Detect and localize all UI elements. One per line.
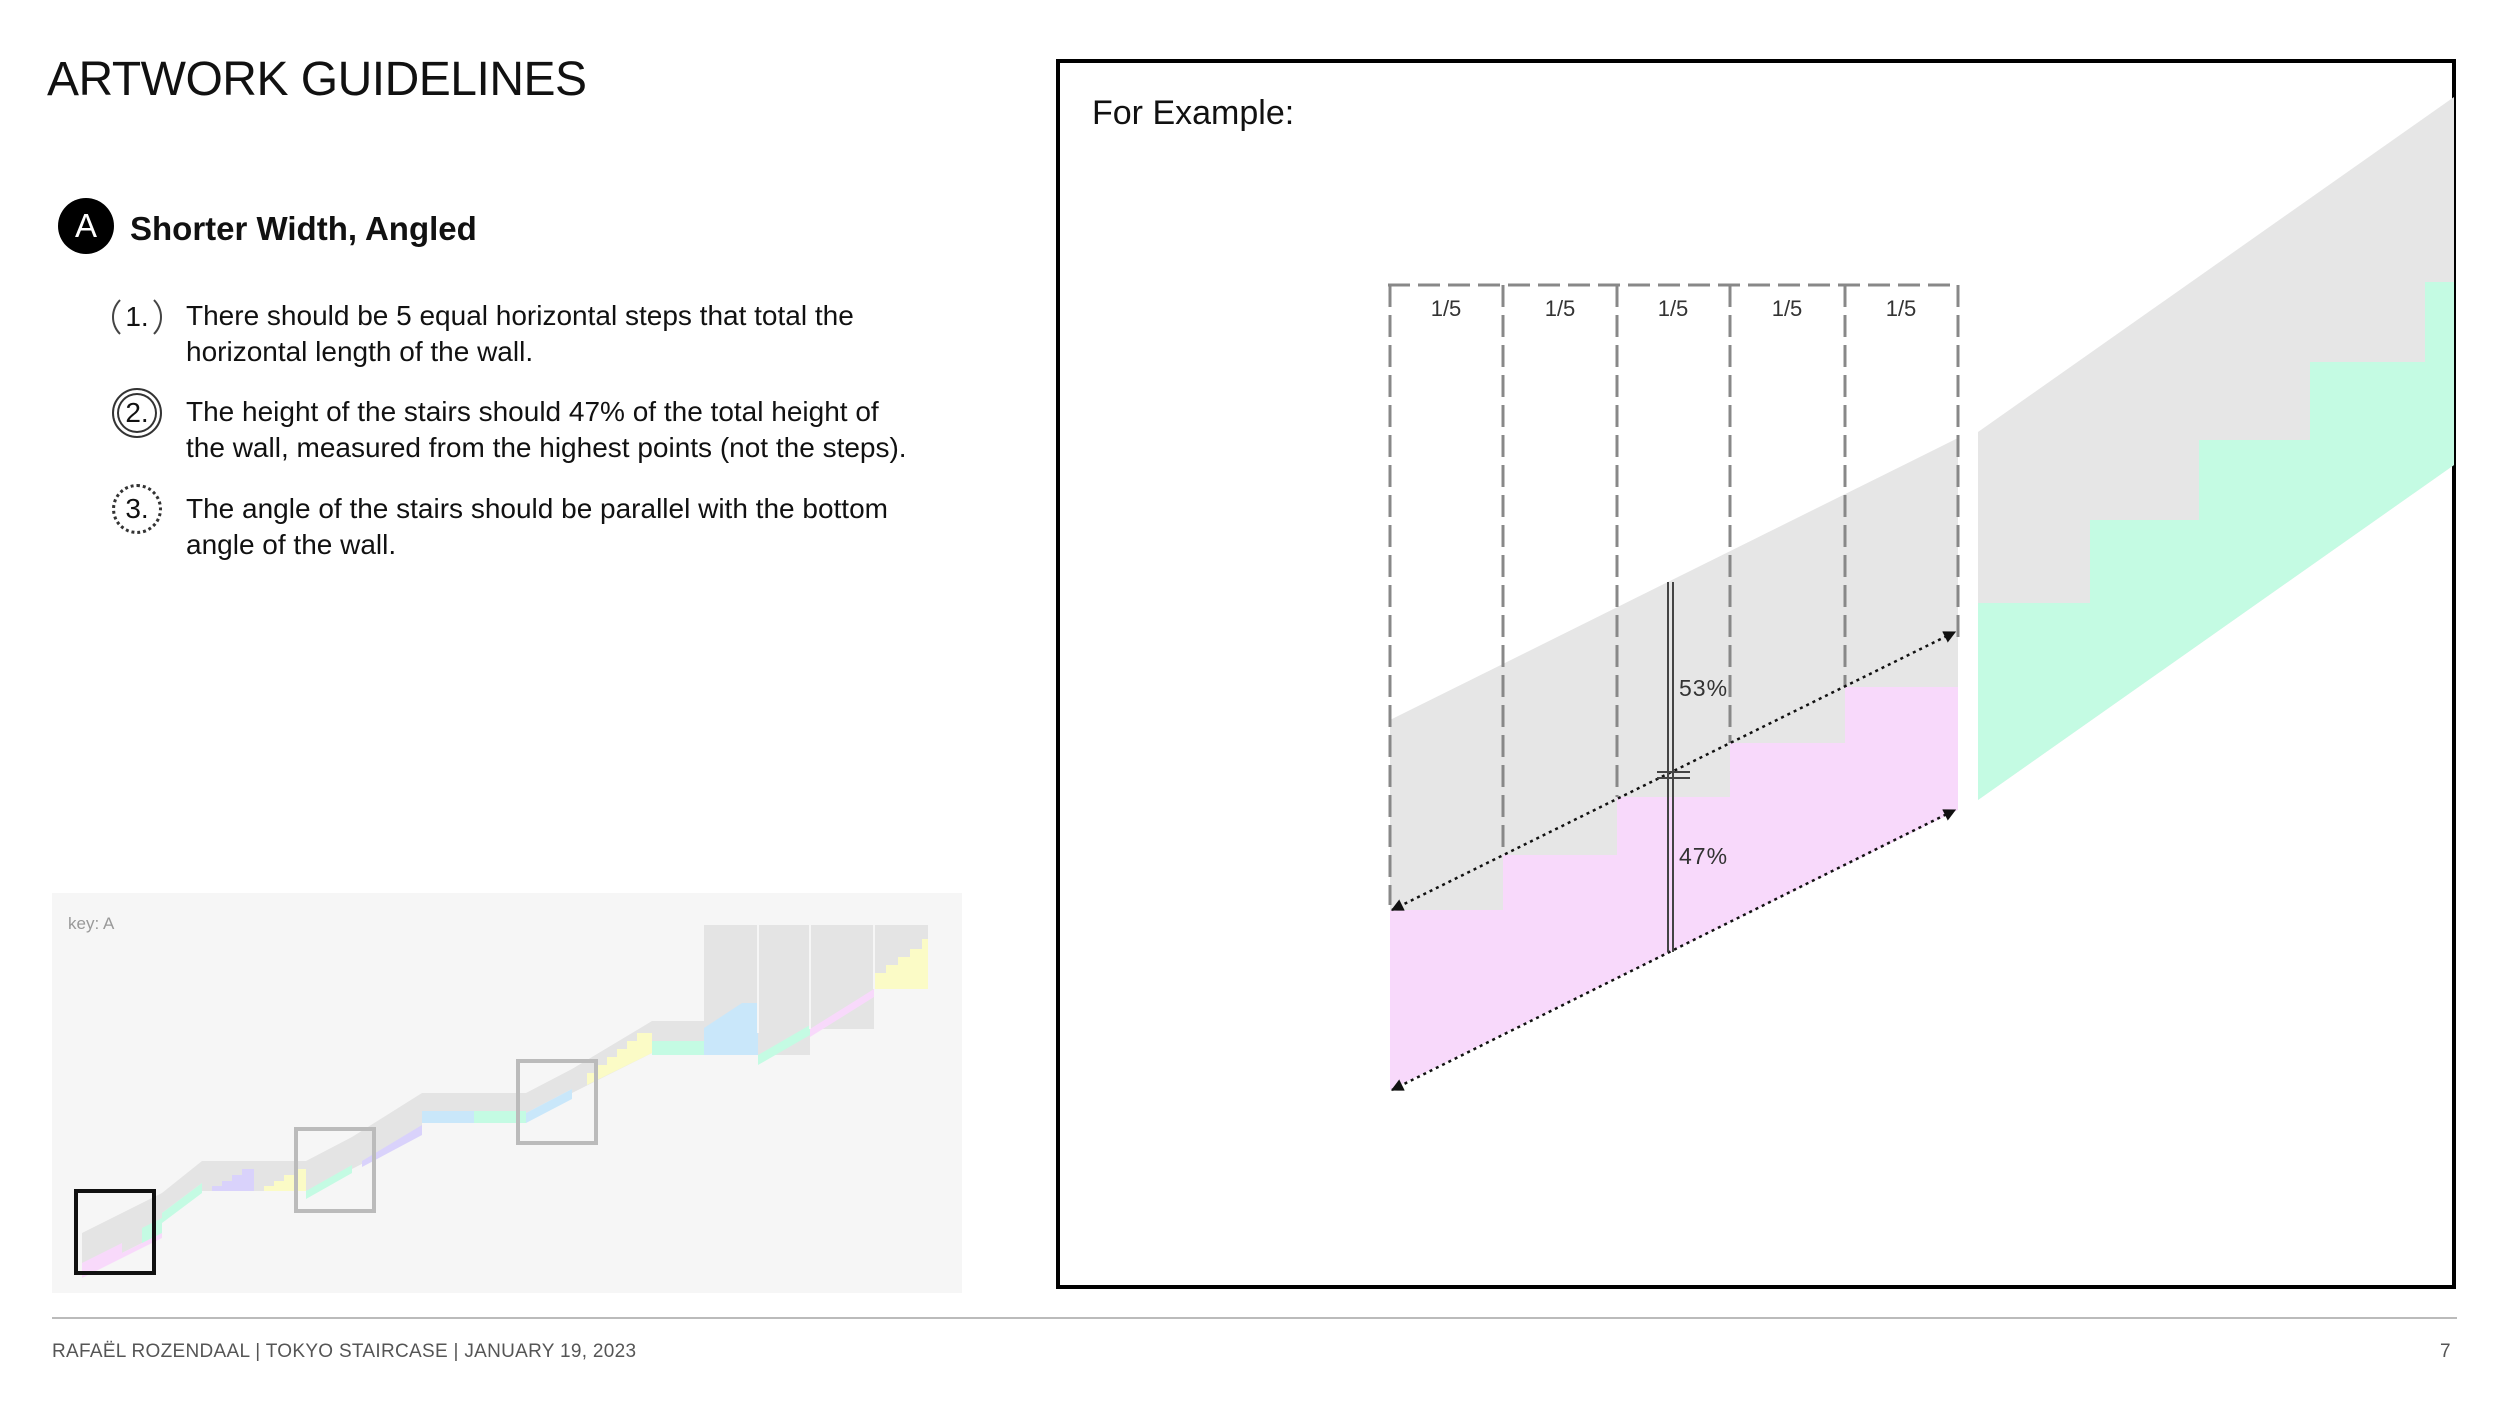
example-frame: [1056, 59, 2456, 1289]
selection-box: [294, 1127, 376, 1213]
selection-box: [516, 1059, 598, 1145]
wall-segment: [306, 1137, 352, 1193]
rule-text: There should be 5 equal horizontal steps…: [186, 298, 946, 370]
current-selection-box: [74, 1189, 156, 1275]
step-divisions: [1388, 283, 1960, 905]
wall-segment: [526, 1069, 572, 1113]
rule-text-line: the wall, measured from the highest poin…: [186, 432, 907, 463]
stairs-segment: [704, 1003, 758, 1055]
stairs-segment: [82, 1233, 162, 1278]
stairs-segment: [758, 1025, 810, 1065]
rule-text-line: horizontal length of the wall.: [186, 336, 534, 367]
stairs-segment: [652, 1041, 704, 1055]
footer-credits: RAFAËL ROZENDAAL | TOKYO STAIRCASE | JAN…: [52, 1341, 637, 1362]
step-label: 1/5: [1545, 296, 1576, 321]
upper-percent-label: 53%: [1679, 675, 1728, 701]
step-label: 1/5: [1431, 296, 1462, 321]
rule-number-badge: 2.: [112, 388, 162, 438]
step-label: 1/5: [1658, 296, 1689, 321]
key-overview-panel: key: A: [52, 893, 962, 1293]
stairs-segment: [474, 1111, 526, 1123]
stairs-segment: [587, 1033, 652, 1085]
stairs-segment: [422, 1111, 474, 1123]
rule-text-line: angle of the wall.: [186, 529, 397, 560]
rule-text-line: The height of the stairs should 47% of t…: [186, 396, 879, 427]
stairs-segment: [526, 1089, 572, 1123]
rule-text: The angle of the stairs should be parall…: [186, 491, 946, 563]
stairs-segment: [874, 939, 928, 989]
rule-number-badge: 3.: [112, 484, 162, 534]
staircase-overview-diagram: key: A: [68, 914, 928, 1278]
footer-divider: [52, 1317, 2457, 1319]
rule-text-line: There should be 5 equal horizontal steps…: [186, 300, 854, 331]
rule-text-line: The angle of the stairs should be parall…: [186, 493, 888, 524]
rule-number-badge: 1.: [112, 292, 162, 342]
step-label: 1/5: [1886, 296, 1917, 321]
stairs-segment: [306, 1165, 352, 1199]
page-number: 7: [2440, 1341, 2451, 1362]
key-label: key: A: [68, 914, 115, 933]
section-badge: A: [58, 198, 114, 254]
page-title: ARTWORK GUIDELINES: [47, 53, 587, 106]
stairs-segment: [162, 1183, 202, 1223]
height-measure-line: [1657, 582, 1690, 952]
stairs-segment: [202, 1169, 254, 1191]
step-label: 1/5: [1772, 296, 1803, 321]
wall-segment: [352, 1093, 422, 1169]
stairs-shape-example: [1978, 282, 2454, 800]
rule-text: The height of the stairs should 47% of t…: [186, 394, 946, 466]
stairs-segment: [254, 1169, 306, 1191]
step-labels: 1/5 1/5 1/5 1/5 1/5: [1431, 296, 1917, 321]
lower-percent-label: 47%: [1679, 843, 1728, 869]
section-title: Shorter Width, Angled: [130, 210, 477, 247]
stairs-segment: [810, 989, 874, 1037]
example-title: For Example:: [1092, 94, 1295, 132]
wall-segment: [162, 1161, 202, 1213]
stairs-segment: [362, 1125, 422, 1167]
